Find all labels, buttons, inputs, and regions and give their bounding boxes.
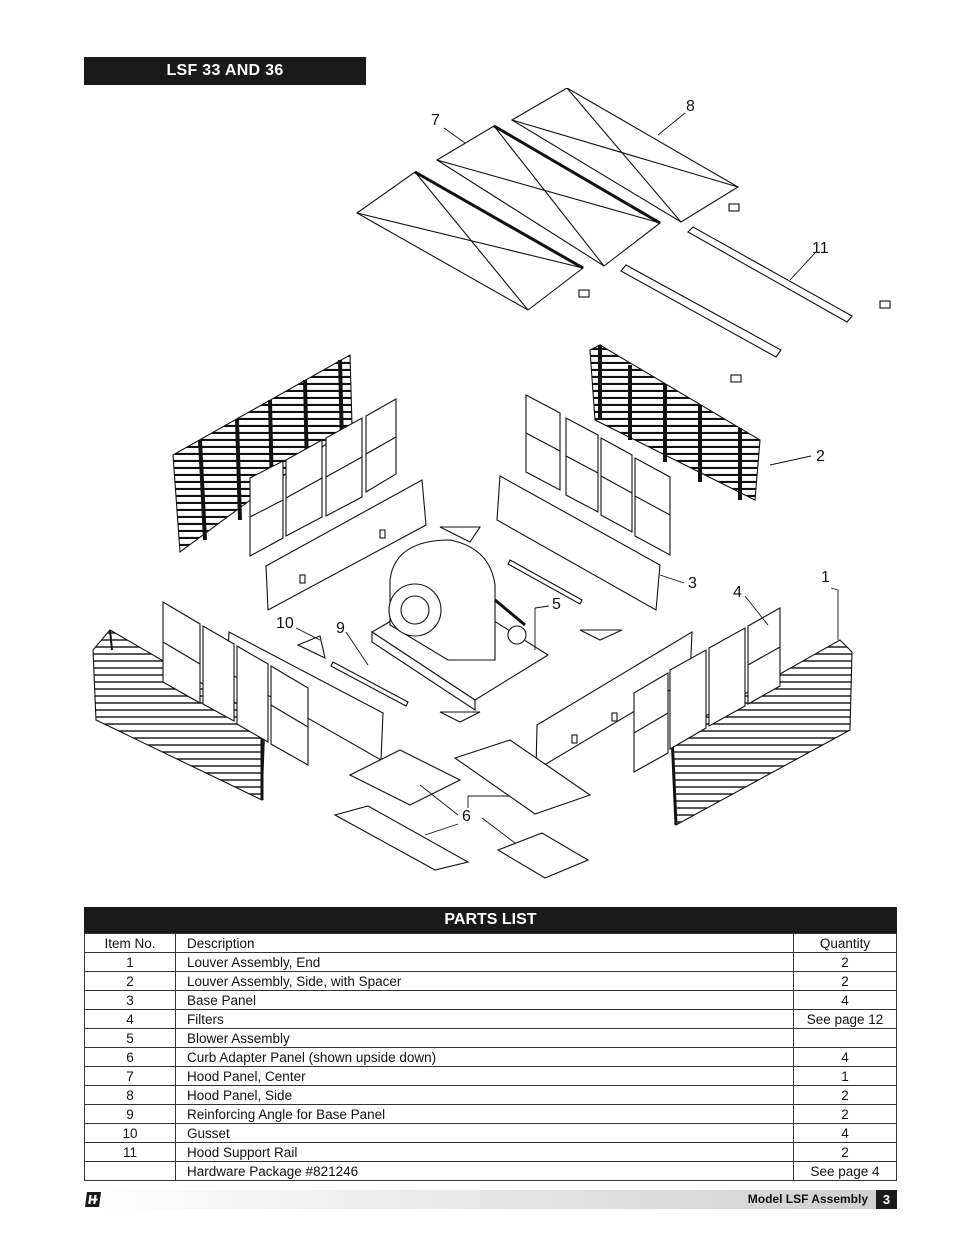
callout-8: 8 — [686, 98, 695, 115]
cell-description: Hood Panel, Side — [175, 1085, 794, 1105]
cell-item-no: 6 — [84, 1047, 176, 1067]
callout-7: 7 — [431, 112, 440, 129]
cell-description: Blower Assembly — [175, 1028, 794, 1048]
header-quantity: Quantity — [793, 933, 897, 953]
curb-adapter-panels — [333, 739, 592, 879]
parts-list-title: PARTS LIST — [84, 907, 897, 933]
cell-description: Hood Panel, Center — [175, 1066, 794, 1086]
filters-back-right — [525, 394, 671, 556]
cell-description: Reinforcing Angle for Base Panel — [175, 1104, 794, 1124]
cell-description: Curb Adapter Panel (shown upside down) — [175, 1047, 794, 1067]
cell-description: Base Panel — [175, 990, 794, 1010]
parts-list-header-row: Item No. Description Quantity — [84, 933, 897, 953]
cell-description: Louver Assembly, End — [175, 952, 794, 972]
hood-panels — [355, 87, 891, 383]
cell-quantity: 4 — [793, 1047, 897, 1067]
cell-item-no: 9 — [84, 1104, 176, 1124]
cell-quantity: 4 — [793, 1123, 897, 1143]
cell-quantity: 4 — [793, 990, 897, 1010]
page-number: 3 — [876, 1190, 897, 1209]
section-title: LSF 33 AND 36 — [84, 57, 366, 85]
cell-item-no: 4 — [84, 1009, 176, 1029]
cell-quantity: 2 — [793, 971, 897, 991]
header-description: Description — [175, 933, 794, 953]
cell-description: Filters — [175, 1009, 794, 1029]
cell-item-no: 10 — [84, 1123, 176, 1143]
hood-support-rails — [620, 226, 853, 358]
callout-3: 3 — [688, 575, 697, 592]
cell-item-no: 7 — [84, 1066, 176, 1086]
cell-quantity: 2 — [793, 952, 897, 972]
callout-11: 11 — [812, 240, 829, 257]
callout-5: 5 — [552, 596, 561, 613]
cell-description: Louver Assembly, Side, with Spacer — [175, 971, 794, 991]
cell-item-no: 8 — [84, 1085, 176, 1105]
cell-item-no — [84, 1161, 176, 1181]
cell-item-no: 3 — [84, 990, 176, 1010]
brand-logo-icon — [84, 1191, 102, 1208]
cell-quantity: 2 — [793, 1142, 897, 1162]
callout-10: 10 — [276, 615, 294, 632]
cell-quantity — [793, 1028, 897, 1048]
cell-description: Hood Support Rail — [175, 1142, 794, 1162]
louver-end-right — [670, 639, 853, 826]
callout-leaders — [295, 112, 839, 844]
exploded-assembly-diagram: 1 2 3 4 5 6 7 8 9 10 11 — [84, 87, 899, 893]
cell-quantity: 1 — [793, 1066, 897, 1086]
louver-side-right — [589, 344, 761, 501]
cell-quantity: 2 — [793, 1085, 897, 1105]
footer-title: Model LSF Assembly — [747, 1192, 868, 1206]
callout-labels: 1 2 3 4 5 6 7 8 9 10 11 — [276, 98, 830, 825]
callout-2: 2 — [816, 448, 825, 465]
header-item-no: Item No. — [84, 933, 176, 953]
cell-quantity: 2 — [793, 1104, 897, 1124]
filters-back-left — [249, 398, 397, 557]
cell-item-no: 5 — [84, 1028, 176, 1048]
gussets-and-angles — [296, 526, 623, 723]
callout-4: 4 — [733, 584, 742, 601]
callout-6: 6 — [462, 808, 471, 825]
parts-list-table: PARTS LIST Item No. Description Quantity… — [84, 907, 897, 1181]
filters-front — [162, 601, 781, 773]
footer-band — [84, 1190, 897, 1209]
callout-1: 1 — [821, 569, 830, 586]
cell-description: Gusset — [175, 1123, 794, 1143]
cell-quantity: See page 4 — [793, 1161, 897, 1181]
cell-item-no: 11 — [84, 1142, 176, 1162]
cell-item-no: 2 — [84, 971, 176, 991]
cell-quantity: See page 12 — [793, 1009, 897, 1029]
callout-9: 9 — [336, 620, 345, 637]
blower-assembly — [370, 539, 550, 712]
cell-item-no: 1 — [84, 952, 176, 972]
cell-description: Hardware Package #821246 — [175, 1161, 794, 1181]
